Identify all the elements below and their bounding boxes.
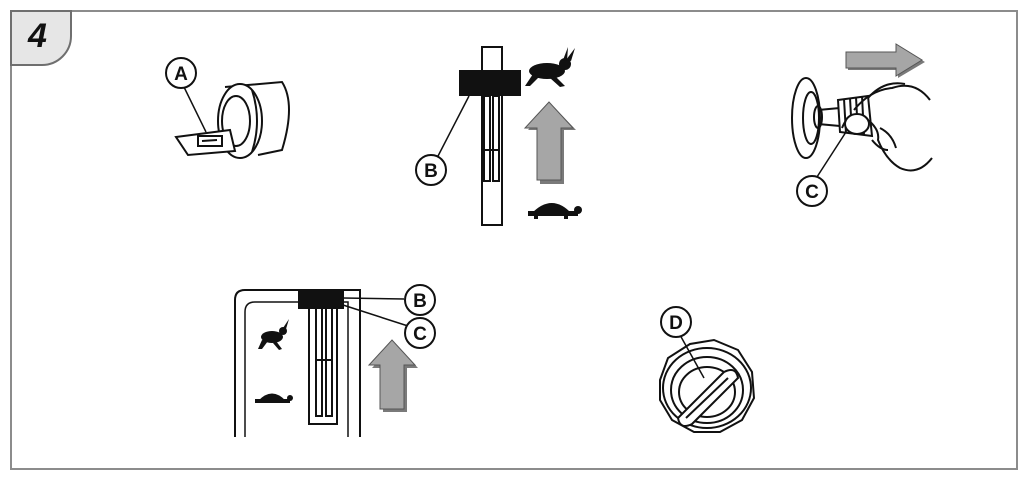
- step-number: 4: [28, 17, 47, 55]
- key-icon: [174, 128, 237, 157]
- callout-b-bottom: B: [413, 291, 427, 312]
- up-arrow-icon-small: [367, 339, 418, 412]
- callout-b-top: B: [424, 161, 438, 182]
- step-badge: 4: [10, 10, 72, 66]
- pull-knob-illustration: [791, 77, 933, 207]
- callout-a-circle: [165, 57, 197, 89]
- turtle-icon: [528, 203, 582, 219]
- figure-frame: [10, 10, 1018, 470]
- callout-c-top: C: [805, 182, 819, 203]
- turtle-icon-small: [255, 393, 293, 403]
- right-arrow-icon: [845, 43, 925, 78]
- rabbit-icon: [525, 47, 575, 87]
- callout-a: A: [174, 64, 188, 85]
- key-lock-illustration: [165, 57, 290, 159]
- callout-d: D: [669, 313, 683, 334]
- dial-icon: [659, 306, 756, 433]
- rabbit-icon-small: [258, 319, 289, 350]
- slider-detail-illustration: [234, 284, 436, 437]
- speed-slider-illustration: [415, 46, 521, 226]
- callout-c-bottom: C: [413, 324, 427, 345]
- slider-knob-detail: [298, 290, 344, 309]
- slider-knob-b: [459, 70, 521, 96]
- hand-icon: [853, 84, 931, 111]
- up-arrow-icon: [523, 101, 576, 184]
